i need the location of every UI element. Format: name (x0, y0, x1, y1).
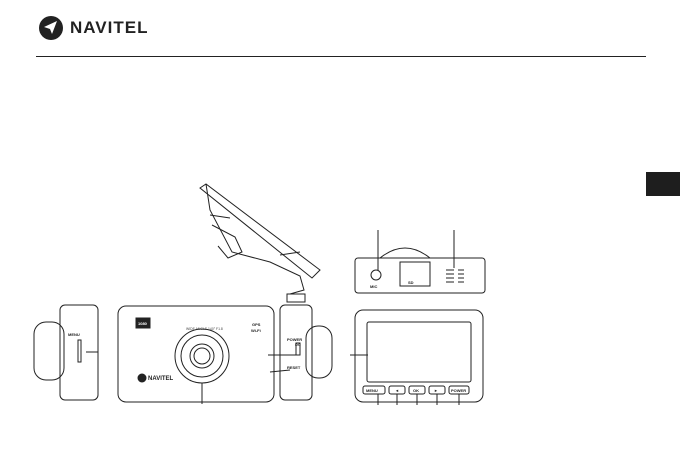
dc-port-label: DC (295, 342, 301, 347)
page-header: NAVITEL (0, 0, 680, 60)
front-logo-icon (137, 373, 147, 383)
top-mic-label: MIC (370, 284, 377, 289)
reset-label: RESET (287, 365, 301, 370)
language-tab (646, 172, 680, 196)
device-right-side: POWER DC RESET (268, 304, 333, 401)
device-front-view: 1080 GPS Wi-Fi WIDE ANGLE 140° F1.8 NAVI… (117, 305, 275, 404)
brand-name: NAVITEL (70, 18, 149, 37)
vent-grille (446, 269, 464, 283)
gps-label: GPS (252, 322, 261, 327)
wifi-label: Wi-Fi (251, 328, 261, 333)
back-ok-button: OK (413, 388, 419, 393)
resolution-badge: 1080 (138, 321, 148, 326)
header-divider (36, 56, 646, 57)
back-left-button: ◄ (395, 388, 399, 393)
top-sd-label: SD (408, 280, 414, 285)
device-back-view: MENU ◄ OK ► POWER (350, 309, 484, 405)
power-port-label: POWER (287, 337, 302, 342)
lens-ring-text: WIDE ANGLE 140° F1.8 (186, 327, 223, 331)
front-logo-text: NAVITEL (148, 376, 174, 382)
side-menu-label: MENU (68, 332, 80, 337)
back-menu-button: MENU (366, 388, 378, 393)
device-left-side: MENU (33, 304, 99, 401)
mount-illustration (199, 183, 321, 303)
device-top-view: MIC SD (354, 230, 486, 294)
back-right-button: ► (434, 388, 438, 393)
navitel-logo-icon (39, 16, 63, 40)
back-power-button: POWER (451, 388, 466, 393)
